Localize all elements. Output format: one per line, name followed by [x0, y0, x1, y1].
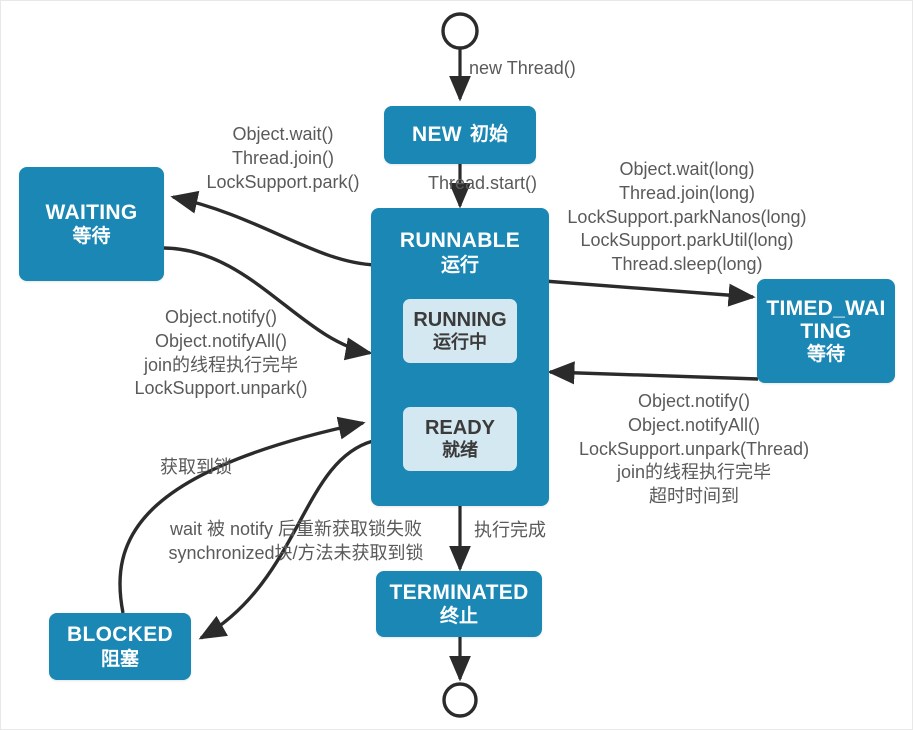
- state-blocked[interactable]: BLOCKED 阻塞: [49, 613, 191, 680]
- state-blocked-label-en: BLOCKED: [67, 623, 173, 647]
- edge-label-to-waiting: Object.wait() Thread.join() LockSupport.…: [206, 124, 360, 192]
- edge-label-execution-done: 执行完成: [474, 520, 546, 540]
- edge-label-new-thread: new Thread(): [469, 58, 576, 78]
- end-node-circle: [442, 682, 478, 718]
- state-waiting-label-en: WAITING: [45, 200, 138, 224]
- state-runnable-label-en: RUNNABLE: [399, 229, 521, 252]
- state-timed-waiting-label-en: TIMED_WAITING: [766, 296, 886, 344]
- state-blocked-label-cn: 阻塞: [100, 648, 139, 670]
- state-running-label-en: RUNNING: [413, 309, 507, 332]
- edge-label-to-blocked: wait 被 notify 后重新获取锁失败 synchronized块/方法未…: [168, 519, 424, 563]
- state-ready[interactable]: READY 就绪: [403, 407, 517, 471]
- state-new-label-en: NEW: [412, 123, 462, 147]
- state-ready-label-cn: 就绪: [442, 440, 478, 461]
- state-running-label-cn: 运行中: [433, 332, 487, 353]
- edge-timed-waiting-to-runnable: [547, 361, 759, 385]
- state-new-label-cn: 初始: [469, 124, 508, 146]
- state-terminated[interactable]: TERMINATED 终止: [376, 571, 542, 637]
- state-timed-waiting[interactable]: TIMED_WAITING 等待: [757, 279, 895, 383]
- edge-label-from-waiting: Object.notify() Object.notifyAll() join的…: [134, 307, 308, 399]
- edge-label-thread-start: Thread.start(): [428, 173, 538, 193]
- state-runnable-label-cn: 运行: [440, 254, 479, 276]
- state-waiting-label-cn: 等待: [72, 226, 111, 248]
- edge-runnable-to-timed-waiting: [543, 279, 756, 307]
- state-new[interactable]: NEW 初始: [384, 106, 536, 164]
- edge-label-to-timed-waiting: Object.wait(long) Thread.join(long) Lock…: [567, 159, 807, 274]
- state-terminated-label-en: TERMINATED: [389, 580, 529, 604]
- start-node-circle: [441, 12, 479, 50]
- edge-label-from-timed-waiting: Object.notify() Object.notifyAll() LockS…: [578, 391, 810, 506]
- state-timed-waiting-label-cn: 等待: [806, 343, 845, 365]
- state-running[interactable]: RUNNING 运行中: [403, 299, 517, 363]
- state-waiting[interactable]: WAITING 等待: [19, 167, 164, 281]
- state-ready-label-en: READY: [424, 417, 495, 440]
- state-terminated-label-cn: 终止: [439, 606, 478, 628]
- edge-label-lock-acquired: 获取到锁: [160, 457, 232, 477]
- edge-runnable-to-waiting: [170, 190, 377, 267]
